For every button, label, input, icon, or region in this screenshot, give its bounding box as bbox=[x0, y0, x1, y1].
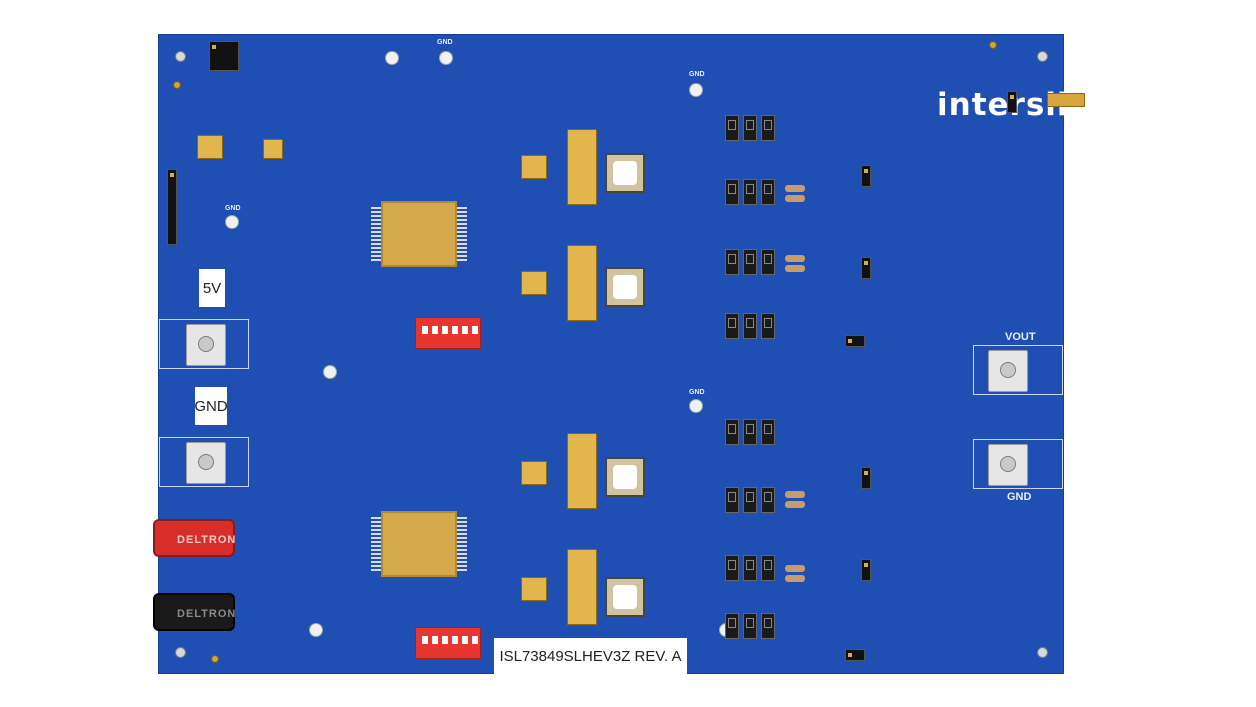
terminal-gnd-right bbox=[973, 439, 1063, 489]
tp-gnd-label: GND bbox=[437, 39, 453, 46]
regulator-chip bbox=[263, 139, 283, 159]
resistor bbox=[785, 195, 805, 202]
output-capacitor bbox=[761, 419, 775, 445]
tp-gnd-label: GND bbox=[225, 205, 241, 212]
output-capacitor bbox=[743, 419, 757, 445]
inductor bbox=[605, 153, 645, 193]
inductor bbox=[605, 577, 645, 617]
banana-jack-red: DELTRON bbox=[153, 519, 235, 557]
intersil-logo: intersil bbox=[937, 87, 1069, 123]
mounting-hole bbox=[1037, 51, 1048, 62]
capacitor-bank bbox=[567, 129, 597, 205]
controller-ic-bottom bbox=[371, 511, 467, 577]
output-capacitor bbox=[725, 555, 739, 581]
jumper bbox=[861, 467, 871, 489]
capacitor-bank bbox=[567, 549, 597, 625]
jumper bbox=[861, 559, 871, 581]
output-capacitor bbox=[743, 555, 757, 581]
output-capacitor bbox=[725, 115, 739, 141]
tp-gnd-label: GND bbox=[689, 71, 705, 78]
controller-ic-top bbox=[371, 201, 467, 267]
test-point bbox=[689, 83, 703, 97]
output-capacitor bbox=[725, 249, 739, 275]
output-capacitor bbox=[743, 313, 757, 339]
label-5v: 5V bbox=[199, 269, 225, 307]
output-capacitor bbox=[743, 249, 757, 275]
test-point bbox=[323, 365, 337, 379]
output-capacitor bbox=[725, 179, 739, 205]
label-vout: VOUT bbox=[1005, 331, 1036, 343]
output-capacitor bbox=[761, 487, 775, 513]
terminal-vout bbox=[973, 345, 1063, 395]
jumper bbox=[845, 335, 865, 347]
terminal-screw bbox=[1000, 362, 1016, 378]
output-capacitor bbox=[761, 249, 775, 275]
tp-gnd-label: GND bbox=[689, 389, 705, 396]
pcb-board: intersil 5V GND VOUT GND DELTRON DELTRON… bbox=[153, 34, 1085, 674]
mounting-hole bbox=[1037, 647, 1048, 658]
pin-header bbox=[167, 169, 177, 245]
inductor bbox=[605, 267, 645, 307]
output-capacitor bbox=[725, 613, 739, 639]
mosfet-b2 bbox=[521, 577, 547, 601]
pin-header bbox=[209, 41, 239, 71]
mounting-hole bbox=[175, 647, 186, 658]
test-point bbox=[385, 51, 399, 65]
banana-jack-black: DELTRON bbox=[153, 593, 235, 631]
mosfet-b1 bbox=[521, 461, 547, 485]
resistor bbox=[785, 501, 805, 508]
terminal-gnd-left bbox=[159, 437, 249, 487]
terminal-screw bbox=[198, 336, 214, 352]
test-point bbox=[309, 623, 323, 637]
test-point bbox=[225, 215, 239, 229]
jumper bbox=[845, 649, 865, 661]
output-capacitor bbox=[725, 487, 739, 513]
mosfet-a1 bbox=[521, 155, 547, 179]
board-part-number: ISL73849SLHEV3Z REV. A bbox=[494, 638, 687, 674]
output-capacitor bbox=[743, 613, 757, 639]
output-capacitor bbox=[761, 555, 775, 581]
sma-connector bbox=[1047, 93, 1085, 107]
banana-red-brand: DELTRON bbox=[177, 534, 237, 546]
mounting-hole bbox=[175, 51, 186, 62]
resistor bbox=[785, 255, 805, 262]
dip-switch-bottom bbox=[415, 627, 481, 659]
output-capacitor bbox=[743, 179, 757, 205]
resistor bbox=[785, 265, 805, 272]
output-capacitor bbox=[725, 419, 739, 445]
jumper bbox=[861, 165, 871, 187]
capacitor-bank bbox=[567, 433, 597, 509]
output-capacitor bbox=[725, 313, 739, 339]
terminal-screw bbox=[198, 454, 214, 470]
terminal-screw bbox=[1000, 456, 1016, 472]
resistor bbox=[785, 491, 805, 498]
banana-black-brand: DELTRON bbox=[177, 608, 237, 620]
label-gnd-left: GND bbox=[194, 387, 228, 425]
resistor bbox=[785, 185, 805, 192]
jumper bbox=[861, 257, 871, 279]
output-capacitor bbox=[743, 115, 757, 141]
fiducial bbox=[989, 41, 997, 49]
resistor bbox=[785, 575, 805, 582]
output-capacitor bbox=[743, 487, 757, 513]
output-capacitor bbox=[761, 313, 775, 339]
resistor bbox=[785, 565, 805, 572]
test-point bbox=[689, 399, 703, 413]
jumper bbox=[1007, 91, 1017, 113]
mosfet-a2 bbox=[521, 271, 547, 295]
output-capacitor bbox=[761, 115, 775, 141]
fiducial bbox=[173, 81, 181, 89]
oscillator bbox=[197, 135, 223, 159]
inductor bbox=[605, 457, 645, 497]
output-capacitor bbox=[761, 613, 775, 639]
capacitor-bank bbox=[567, 245, 597, 321]
dip-switch-top bbox=[415, 317, 481, 349]
terminal-5v bbox=[159, 319, 249, 369]
label-gnd-right: GND bbox=[1007, 491, 1032, 503]
test-point bbox=[439, 51, 453, 65]
output-capacitor bbox=[761, 179, 775, 205]
fiducial bbox=[211, 655, 219, 663]
